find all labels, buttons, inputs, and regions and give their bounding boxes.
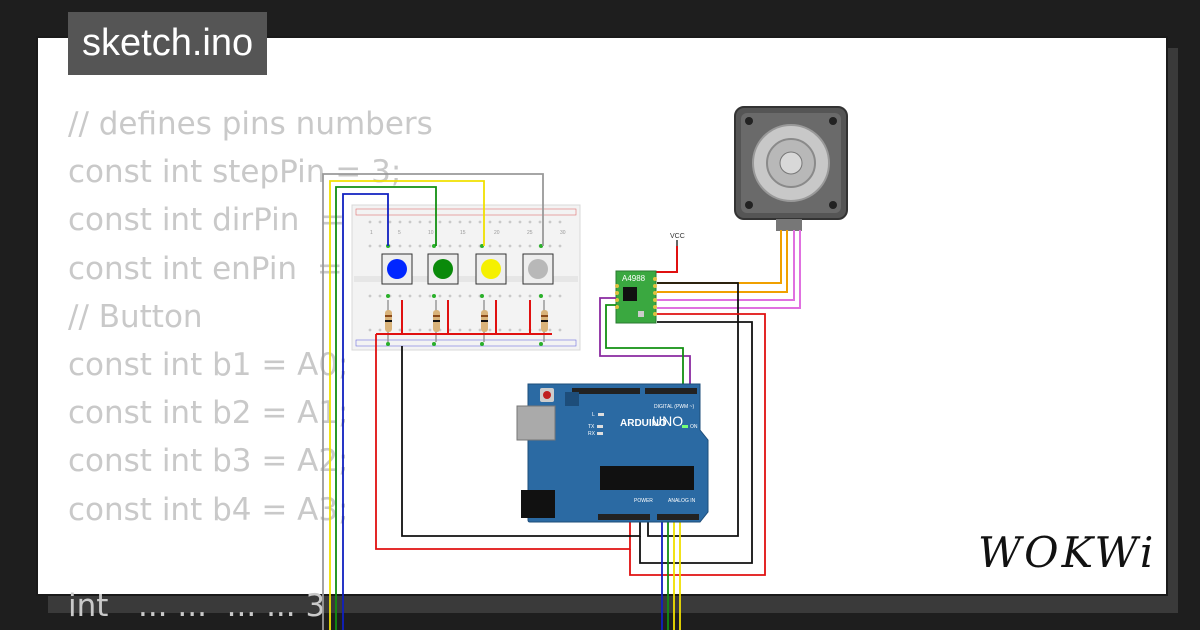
breadboard-number: 10 bbox=[428, 230, 434, 236]
power-header-label: POWER bbox=[634, 498, 653, 504]
arduino-model: UNO bbox=[652, 413, 683, 429]
rx-label: RX bbox=[588, 431, 596, 437]
pushbutton-gray[interactable] bbox=[522, 253, 554, 285]
breadboard-number: 15 bbox=[460, 230, 466, 236]
power-jack bbox=[521, 490, 555, 518]
code-line: const int b1 = A0; bbox=[68, 346, 349, 383]
atmega-chip bbox=[600, 466, 694, 490]
arduino-uno[interactable]: ARDUINO UNO DIGITAL (PWM ~) POWER ANALOG… bbox=[516, 383, 709, 523]
signal-wires bbox=[322, 173, 766, 630]
pushbutton-blue[interactable] bbox=[381, 253, 413, 285]
l-label: L bbox=[592, 412, 595, 418]
code-line: // Button bbox=[68, 298, 203, 335]
stepper-motor[interactable] bbox=[734, 106, 848, 231]
digital-header-label: DIGITAL (PWM ~) bbox=[654, 404, 694, 410]
code-line: const int dirPin = 2 bbox=[68, 202, 375, 239]
file-name-tab[interactable]: sketch.ino bbox=[68, 12, 268, 75]
vcc-label: VCC bbox=[670, 233, 685, 240]
on-label: ON bbox=[690, 424, 698, 430]
code-line: const int stepPin = 3; bbox=[68, 154, 402, 191]
arduino-brand: ARDUINO bbox=[620, 418, 667, 429]
connection-dots bbox=[386, 244, 543, 346]
usb-port bbox=[516, 405, 556, 441]
analog-header-label: ANALOG IN bbox=[668, 498, 696, 504]
pushbutton-yellow[interactable] bbox=[475, 253, 507, 285]
resistors bbox=[385, 300, 548, 342]
code-line: int ... ... ... ... 3 bbox=[68, 587, 326, 624]
wokwi-logo: WOKWi bbox=[978, 528, 1157, 577]
breadboard-number: 30 bbox=[560, 230, 566, 236]
driver-label: A4988 bbox=[622, 274, 646, 283]
a4988-driver[interactable]: A4988 bbox=[615, 270, 657, 324]
motor-wires bbox=[657, 230, 801, 309]
code-line: // defines pins numbers bbox=[68, 106, 433, 142]
breadboard-power-wires bbox=[376, 300, 552, 335]
pushbutton-green[interactable] bbox=[427, 253, 459, 285]
breadboard-number: 1 bbox=[370, 230, 373, 236]
breadboard-number: 20 bbox=[494, 230, 500, 236]
vcc-marker: VCC bbox=[655, 233, 685, 273]
tx-label: TX bbox=[588, 424, 595, 430]
breadboard-number: 5 bbox=[398, 230, 401, 236]
breadboard-number: 25 bbox=[527, 230, 533, 236]
